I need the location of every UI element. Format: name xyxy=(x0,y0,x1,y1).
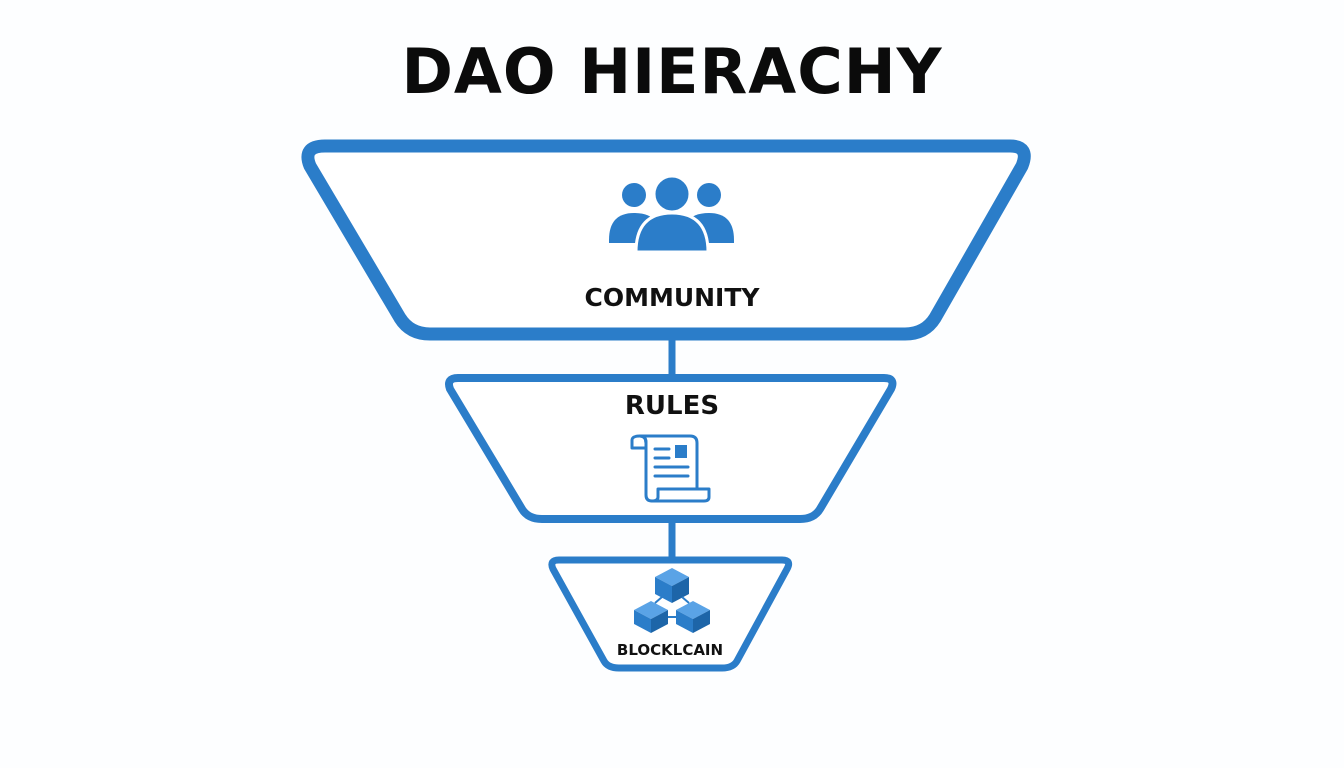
blocks-network-icon xyxy=(634,568,710,633)
document-scroll-icon xyxy=(630,434,711,503)
blockchain-trapezoid xyxy=(548,556,793,672)
diagram-title: DAO HIERACHY xyxy=(401,35,943,108)
blockchain-label: BLOCKLCAIN xyxy=(616,641,724,659)
rules-trapezoid xyxy=(445,374,897,523)
community-label: COMMUNITY xyxy=(584,283,760,312)
users-group-icon xyxy=(609,174,734,254)
rules-label: RULES xyxy=(624,391,720,421)
